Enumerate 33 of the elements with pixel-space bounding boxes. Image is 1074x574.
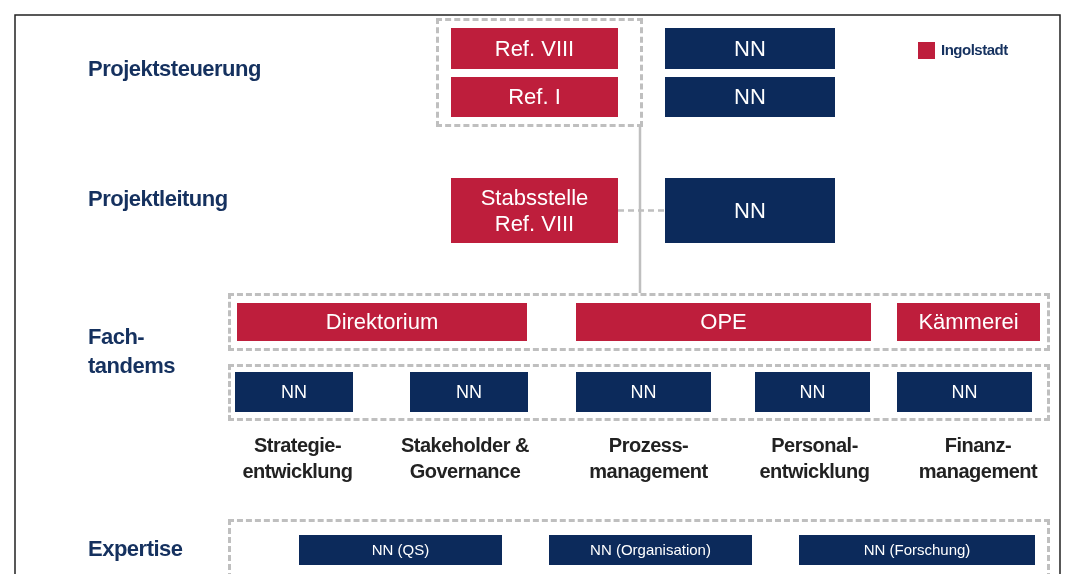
staff-box: NN <box>665 28 835 69</box>
staff-box: NN (QS) <box>299 535 502 565</box>
staff-box: NN (Forschung) <box>799 535 1035 565</box>
role-box: Ref. VIII <box>451 28 618 69</box>
column-caption: Finanz- management <box>917 433 1039 484</box>
legend-label: Ingolstadt <box>941 41 1008 58</box>
column-caption: Stakeholder & Governance <box>400 433 530 484</box>
staff-box: NN <box>665 178 835 243</box>
dashed-group-frame <box>228 364 1050 421</box>
staff-box: NN <box>410 372 528 412</box>
level-label: Projektsteuerung <box>88 55 262 83</box>
column-caption: Strategie- entwicklung <box>241 433 354 484</box>
dashed-group-frame <box>228 519 1050 574</box>
level-label: Projektleitung <box>88 185 229 213</box>
staff-box: NN <box>665 77 835 117</box>
role-box: Kämmerei <box>897 303 1040 341</box>
level-label: Expertise <box>88 535 184 563</box>
connector-line <box>618 209 665 212</box>
level-label: Fach- tandems <box>88 323 176 380</box>
dashed-group-frame <box>436 18 643 127</box>
staff-box: NN <box>235 372 353 412</box>
staff-box: NN (Organisation) <box>549 535 752 565</box>
role-box: Ref. I <box>451 77 618 117</box>
dashed-group-frame <box>228 293 1050 351</box>
staff-box: NN <box>755 372 870 412</box>
role-box: Stabsstelle Ref. VIII <box>451 178 618 243</box>
connector-line <box>638 127 642 293</box>
role-box: Direktorium <box>237 303 527 341</box>
staff-box: NN <box>897 372 1032 412</box>
staff-box: NN <box>576 372 711 412</box>
role-box: OPE <box>576 303 871 341</box>
column-caption: Prozess- management <box>588 433 709 484</box>
column-caption: Personal- entwicklung <box>758 433 871 484</box>
